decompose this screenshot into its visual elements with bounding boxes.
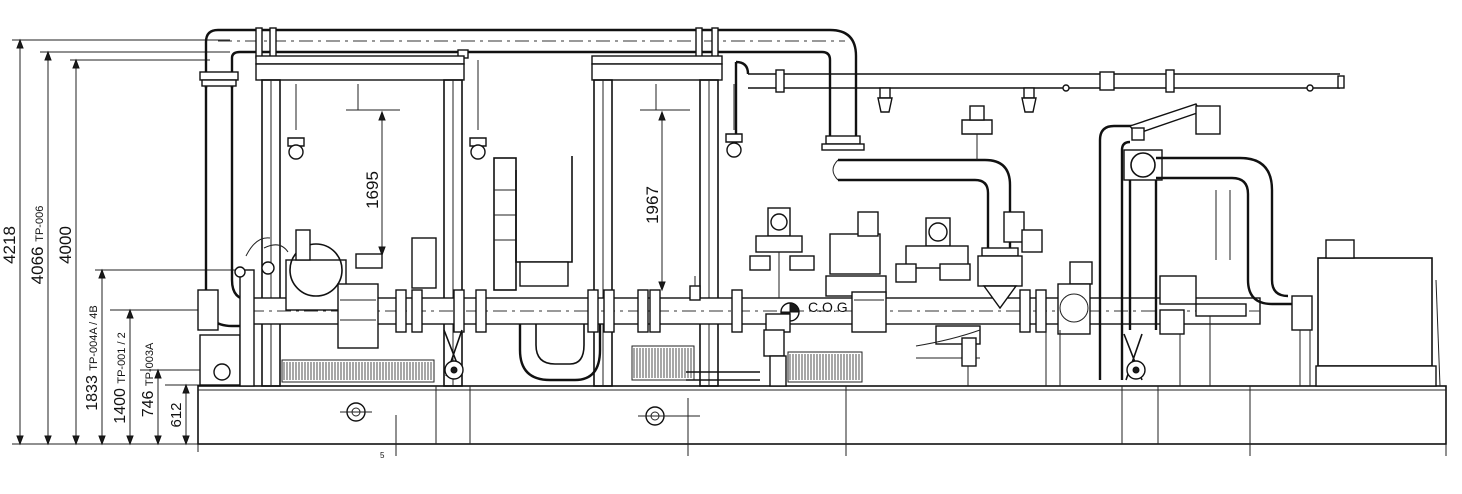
elevation-1400: 1400 TP-001 / 2 [112, 332, 129, 423]
actuated-valve-1 [749, 207, 815, 298]
dimension-1967: 1967 [643, 186, 662, 224]
dimension-1695: 1695 [363, 171, 382, 209]
cog-label: C.O.G [808, 299, 848, 315]
elevation-4066: 4066 TP-006 [28, 206, 47, 285]
hanging-valve-2 [1021, 87, 1037, 113]
left-valve-cluster [197, 229, 464, 387]
middle-valve-cluster: C.O.G [631, 207, 981, 387]
elevation-612: 612 [168, 402, 185, 427]
small-dimension-label: 5 [380, 451, 385, 460]
elevation-4000: 4000 [56, 226, 75, 264]
top-header-pipe [199, 27, 865, 328]
elevation-746: 746 TP-003A [140, 342, 157, 417]
right-riser [1057, 103, 1441, 387]
structural-frame-left: 1695 [255, 55, 487, 387]
base-skid: 5 [197, 385, 1447, 460]
elevation-1833: 1833 TP-004A / 4B [84, 305, 101, 410]
actuated-valve-2 [825, 211, 887, 297]
main-process-line [249, 156, 1261, 382]
elevation-4218: 4218 [0, 226, 19, 264]
elevation-dimensions: 4218 4066 TP-006 4000 1833 TP-004A / 4B … [0, 38, 250, 446]
tower-valve-1 [961, 105, 993, 160]
hanging-valve-1 [877, 87, 893, 113]
actuated-valve-3 [895, 217, 971, 283]
upper-loop-piping [832, 105, 1043, 310]
support-posts [1045, 190, 1311, 386]
grille-left [281, 359, 435, 383]
structural-frame-right: 1967 [591, 55, 743, 387]
